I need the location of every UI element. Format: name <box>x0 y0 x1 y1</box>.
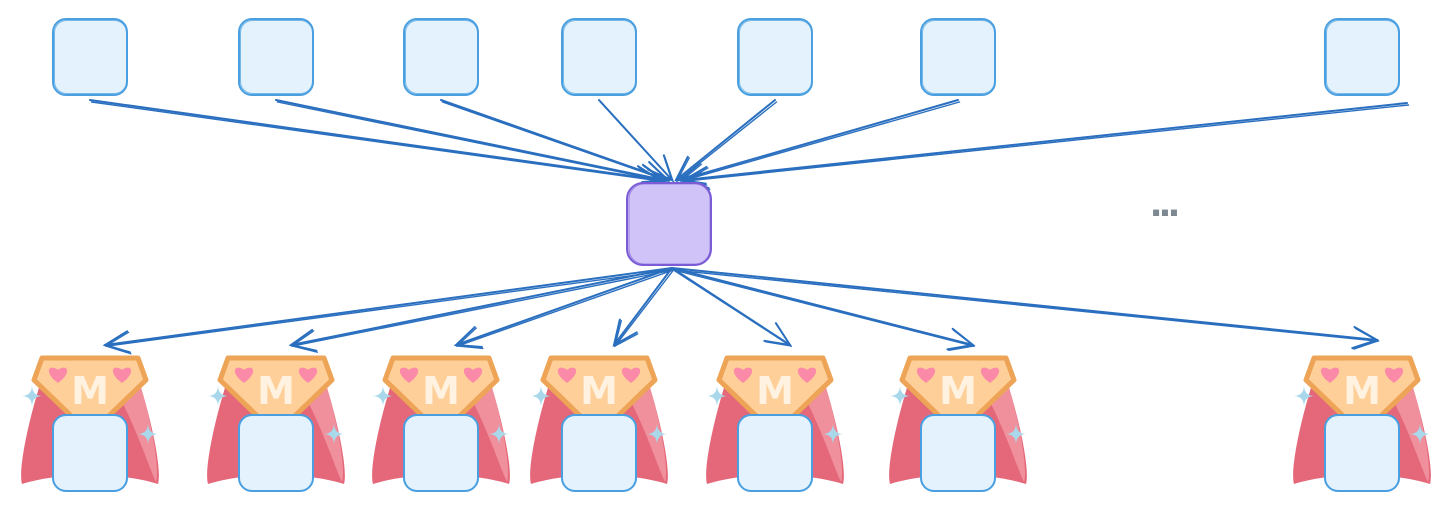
sparkle-icon <box>137 423 159 445</box>
heart-icon <box>980 367 1000 383</box>
heart-icon <box>298 367 318 383</box>
sparkle-icon <box>889 385 911 407</box>
heart-icon <box>557 367 577 383</box>
heart-icon <box>234 367 254 383</box>
badge-letter: M <box>580 369 618 413</box>
output-node: M <box>530 355 668 492</box>
edge-in-7 <box>681 102 1410 191</box>
heart-icon <box>797 367 817 383</box>
edge-out-1 <box>102 267 675 355</box>
output-node: M <box>207 355 345 492</box>
ellipsis: ... <box>1150 185 1178 225</box>
badge-letter: M <box>939 369 977 413</box>
sparkle-icon <box>1409 423 1431 445</box>
heart-icon <box>916 367 936 383</box>
heart-icon <box>112 367 132 383</box>
edge-out-4 <box>612 267 675 348</box>
badge-letter: M <box>1343 369 1381 413</box>
input-nodes <box>52 18 1400 96</box>
outgoing-edges <box>102 267 1380 355</box>
output-node: M <box>372 355 510 492</box>
incoming-edges <box>89 99 1410 191</box>
badge-letter: M <box>71 369 109 413</box>
sparkle-icon <box>372 385 394 407</box>
sparkle-icon <box>822 423 844 445</box>
input-node <box>403 18 479 96</box>
edge-out-5 <box>671 267 793 347</box>
heart-icon <box>1384 367 1404 383</box>
heart-icon <box>463 367 483 383</box>
sparkle-icon <box>21 385 43 407</box>
input-node <box>238 18 314 96</box>
output-node: M <box>706 355 844 492</box>
hub-node-group <box>626 182 712 266</box>
input-node <box>737 18 813 96</box>
input-node <box>561 18 637 96</box>
heart-icon <box>48 367 68 383</box>
edge-in-1 <box>89 99 663 189</box>
sparkle-icon <box>646 423 668 445</box>
hub-node <box>626 182 712 266</box>
edge-out-6 <box>671 267 976 352</box>
heart-icon <box>621 367 641 383</box>
edge-out-3 <box>453 267 675 350</box>
badge-letter: M <box>257 369 295 413</box>
heart-icon <box>399 367 419 383</box>
edge-in-4 <box>598 99 675 183</box>
sparkle-icon <box>1005 423 1027 445</box>
sparkle-icon <box>1293 385 1315 407</box>
sparkle-icon <box>207 385 229 407</box>
edge-out-2 <box>288 267 675 353</box>
badge-letter: M <box>756 369 794 413</box>
sparkle-icon <box>488 423 510 445</box>
edge-out-7 <box>671 267 1380 350</box>
edge-in-3 <box>440 99 671 184</box>
output-node: M <box>1293 355 1431 492</box>
badge-letter: M <box>422 369 460 413</box>
input-node <box>52 18 128 96</box>
heart-icon <box>733 367 753 383</box>
output-node: M <box>21 355 159 492</box>
sparkle-icon <box>323 423 345 445</box>
input-node <box>1324 18 1400 96</box>
sparkle-icon <box>530 385 552 407</box>
input-node <box>920 18 996 96</box>
heart-icon <box>1320 367 1340 383</box>
sparkle-icon <box>706 385 728 407</box>
output-node: M <box>889 355 1027 492</box>
